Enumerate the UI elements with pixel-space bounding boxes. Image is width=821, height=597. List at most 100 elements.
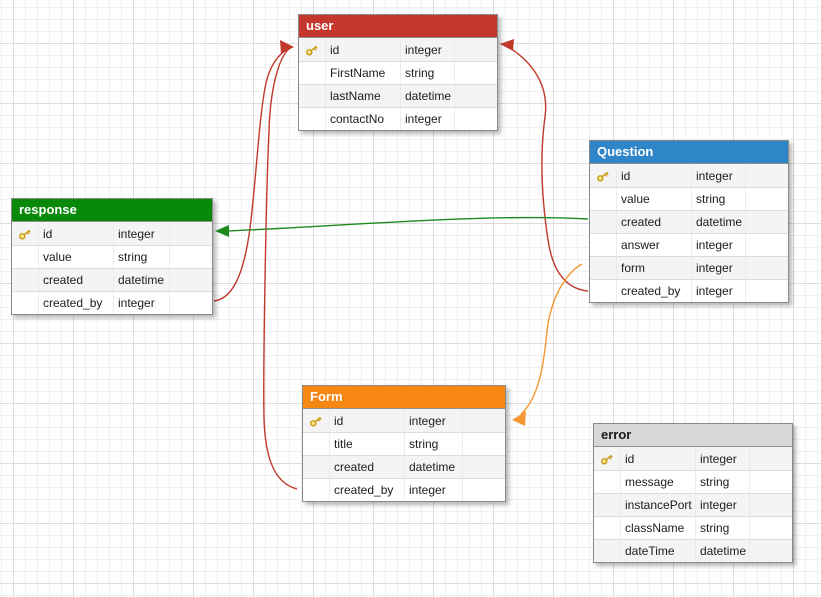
field-type: datetime [700,544,747,558]
row-spacer [745,188,788,210]
table-row[interactable]: created_by integer [590,279,788,302]
table-row[interactable]: created_by integer [303,478,505,501]
field-type: integer [696,284,733,298]
field-type: datetime [118,273,165,287]
row-spacer [749,540,792,562]
field-name: dateTime [621,540,696,562]
field-type: string [118,250,148,264]
field-type: string [409,437,439,451]
table-header-question[interactable]: Question [590,141,788,164]
table-row[interactable]: message string [594,470,792,493]
field-name: value [39,246,114,268]
key-cell-empty [299,85,326,107]
row-spacer [462,433,505,455]
key-cell-empty [594,517,621,539]
field-name: FirstName [326,62,401,84]
table-row[interactable]: value string [590,187,788,210]
field-type: integer [696,238,733,252]
table-row[interactable]: created datetime [303,455,505,478]
field-name: id [326,38,401,61]
table-row[interactable]: lastName datetime [299,84,497,107]
relation-question-form[interactable] [520,263,583,415]
entity-table-error[interactable]: error id integer message string instance… [593,423,793,563]
field-type: string [405,66,435,80]
key-cell-empty [303,479,330,501]
table-row[interactable]: contactNo integer [299,107,497,130]
relation-question-response[interactable] [225,216,589,232]
row-spacer [745,280,788,302]
field-type: integer [409,483,446,497]
row-spacer [454,38,497,61]
entity-table-form[interactable]: Form id integer title string created dat… [302,385,506,502]
field-name: created [39,269,114,291]
table-row[interactable]: id integer [303,409,505,432]
table-row[interactable]: form integer [590,256,788,279]
table-header-response[interactable]: response [12,199,212,222]
table-row[interactable]: answer integer [590,233,788,256]
table-header-user[interactable]: user [299,15,497,38]
field-name: created_by [39,292,114,314]
table-body: id integer FirstName string lastName dat… [299,38,497,130]
row-spacer [462,409,505,432]
field-name: id [621,447,696,470]
table-row[interactable]: FirstName string [299,61,497,84]
key-cell-empty [590,211,617,233]
row-spacer [749,494,792,516]
table-row[interactable]: className string [594,516,792,539]
primary-key-icon [12,222,39,245]
table-row[interactable]: dateTime datetime [594,539,792,562]
entity-table-user[interactable]: user id integer FirstName string lastNam… [298,14,498,131]
table-row[interactable]: instancePort integer [594,493,792,516]
table-body: id integer title string created datetime… [303,409,505,501]
key-cell-empty [590,188,617,210]
table-row[interactable]: id integer [299,38,497,61]
field-name: created [617,211,692,233]
primary-key-icon [594,447,621,470]
row-spacer [745,257,788,279]
table-row[interactable]: created datetime [12,268,212,291]
row-spacer [462,456,505,478]
table-row[interactable]: id integer [594,447,792,470]
field-type: integer [405,42,442,57]
table-row[interactable]: value string [12,245,212,268]
key-cell-empty [590,280,617,302]
table-header-form[interactable]: Form [303,386,505,409]
key-cell-empty [303,433,330,455]
key-cell-empty [12,246,39,268]
table-row[interactable]: id integer [590,164,788,187]
key-cell-empty [590,257,617,279]
table-row[interactable]: created_by integer [12,291,212,314]
entity-table-response[interactable]: response id integer value string created… [11,198,213,315]
key-cell-empty [299,62,326,84]
field-type: datetime [409,460,456,474]
field-name: value [617,188,692,210]
field-name: created_by [330,479,405,501]
entity-table-question[interactable]: Question id integer value string created… [589,140,789,303]
field-type: string [700,475,730,489]
table-row[interactable]: created datetime [590,210,788,233]
table-row[interactable]: title string [303,432,505,455]
field-type: integer [700,451,737,466]
field-type: integer [700,498,737,512]
row-spacer [749,517,792,539]
row-spacer [169,269,212,291]
row-spacer [462,479,505,501]
table-row[interactable]: id integer [12,222,212,245]
relation-question-user[interactable] [504,44,589,292]
row-spacer [169,246,212,268]
row-spacer [169,292,212,314]
key-cell-empty [594,540,621,562]
relation-response-user[interactable] [213,46,291,302]
table-body: id integer value string created datetime… [12,222,212,314]
row-spacer [749,471,792,493]
field-name: title [330,433,405,455]
table-body: id integer message string instancePort i… [594,447,792,562]
relation-form-user[interactable] [263,47,298,490]
row-spacer [745,164,788,187]
row-spacer [454,62,497,84]
primary-key-icon [303,409,330,432]
field-name: answer [617,234,692,256]
row-spacer [454,85,497,107]
table-header-error[interactable]: error [594,424,792,447]
